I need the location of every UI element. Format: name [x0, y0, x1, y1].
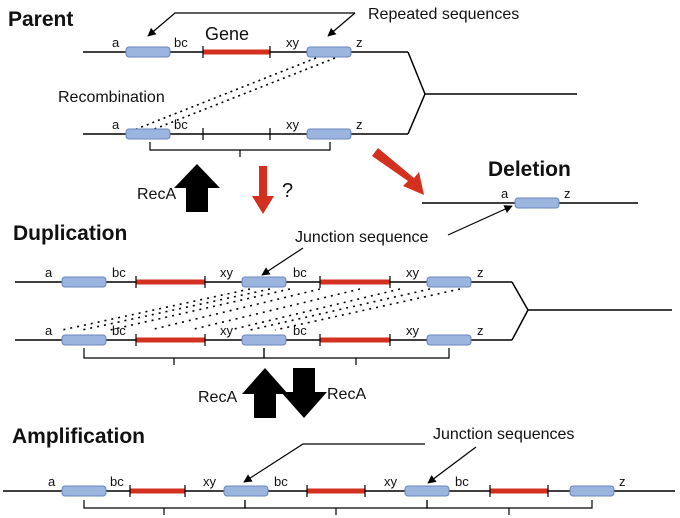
repeat-right [426, 334, 472, 346]
marker-z: z [477, 265, 484, 280]
repeat-right [306, 128, 352, 140]
repeated-sequences-arrow-left [147, 12, 355, 37]
parent-fork [407, 51, 426, 135]
marker-a: a [45, 265, 53, 280]
marker-a: a [112, 35, 120, 50]
reca-label: RecA [137, 186, 176, 203]
marker-xy: xy [384, 474, 398, 489]
unit-bracket [149, 142, 331, 157]
repeat-left [125, 46, 171, 58]
junction-sequences-arrow-right [427, 446, 477, 484]
recombination-dots [133, 57, 317, 131]
marker-z: z [564, 186, 571, 201]
repeat-left [61, 485, 107, 497]
deletion-red-arrow [372, 148, 424, 195]
marker-xy: xy [286, 117, 300, 132]
duplication-recombination-dots [61, 288, 461, 331]
marker-xy: xy [203, 474, 217, 489]
repeat-junction [404, 485, 450, 497]
marker-bc: bc [112, 265, 126, 280]
reca-up-arrow [242, 368, 288, 418]
junction-sequences-label: Junction sequences [433, 426, 574, 443]
repeat-right [306, 46, 352, 58]
reca-down-arrow [281, 368, 327, 418]
junction-to-deletion-arrow [447, 205, 513, 236]
marker-bc: bc [110, 474, 124, 489]
unit-bracket [83, 500, 246, 515]
marker-xy: xy [220, 265, 234, 280]
heading-duplication: Duplication [13, 222, 127, 245]
repeat-fused [514, 197, 560, 209]
marker-z: z [356, 117, 363, 132]
marker-a: a [501, 186, 509, 201]
marker-bc: bc [293, 323, 307, 338]
reca-label: RecA [198, 389, 237, 406]
marker-bc: bc [455, 474, 469, 489]
heading-parent: Parent [8, 8, 73, 31]
unit-bracket [263, 348, 450, 365]
repeat-junction [241, 334, 287, 346]
marker-bc: bc [274, 474, 288, 489]
marker-xy: xy [406, 323, 420, 338]
junction-sequences-arrow-left [243, 443, 425, 483]
marker-bc: bc [174, 35, 188, 50]
question-mark: ? [282, 180, 293, 202]
duplication-fork [511, 281, 529, 341]
marker-bc: bc [112, 323, 126, 338]
repeat-left [125, 128, 171, 140]
reca-label: RecA [327, 386, 366, 403]
marker-xy: xy [220, 323, 234, 338]
repeated-sequences-label: Repeated sequences [368, 6, 519, 23]
marker-z: z [477, 323, 484, 338]
repeat-right [426, 276, 472, 288]
junction-sequence-arrow [261, 247, 304, 276]
unit-bracket [426, 500, 593, 515]
marker-xy: xy [406, 265, 420, 280]
reca-up-arrow [174, 164, 220, 212]
marker-xy: xy [286, 35, 300, 50]
marker-bc: bc [293, 265, 307, 280]
marker-a: a [112, 117, 120, 132]
marker-z: z [356, 35, 363, 50]
junction-sequence-label: Junction sequence [295, 229, 429, 246]
marker-a: a [45, 323, 53, 338]
unit-bracket [83, 348, 265, 365]
gene-label: Gene [205, 24, 249, 44]
repeat-left [61, 276, 107, 288]
duplication-red-arrow [252, 166, 274, 214]
repeat-junction [241, 276, 287, 288]
repeated-sequences-arrow-right [327, 12, 356, 37]
marker-a: a [48, 474, 56, 489]
repeat-junction [223, 485, 269, 497]
recombination-dots [151, 57, 336, 131]
marker-z: z [619, 474, 626, 489]
heading-amplification: Amplification [12, 425, 145, 448]
repeat-right [569, 485, 615, 497]
repeat-left [61, 334, 107, 346]
unit-bracket [244, 500, 428, 515]
recombination-label: Recombination [58, 89, 165, 106]
heading-deletion: Deletion [488, 158, 571, 181]
marker-bc: bc [174, 117, 188, 132]
